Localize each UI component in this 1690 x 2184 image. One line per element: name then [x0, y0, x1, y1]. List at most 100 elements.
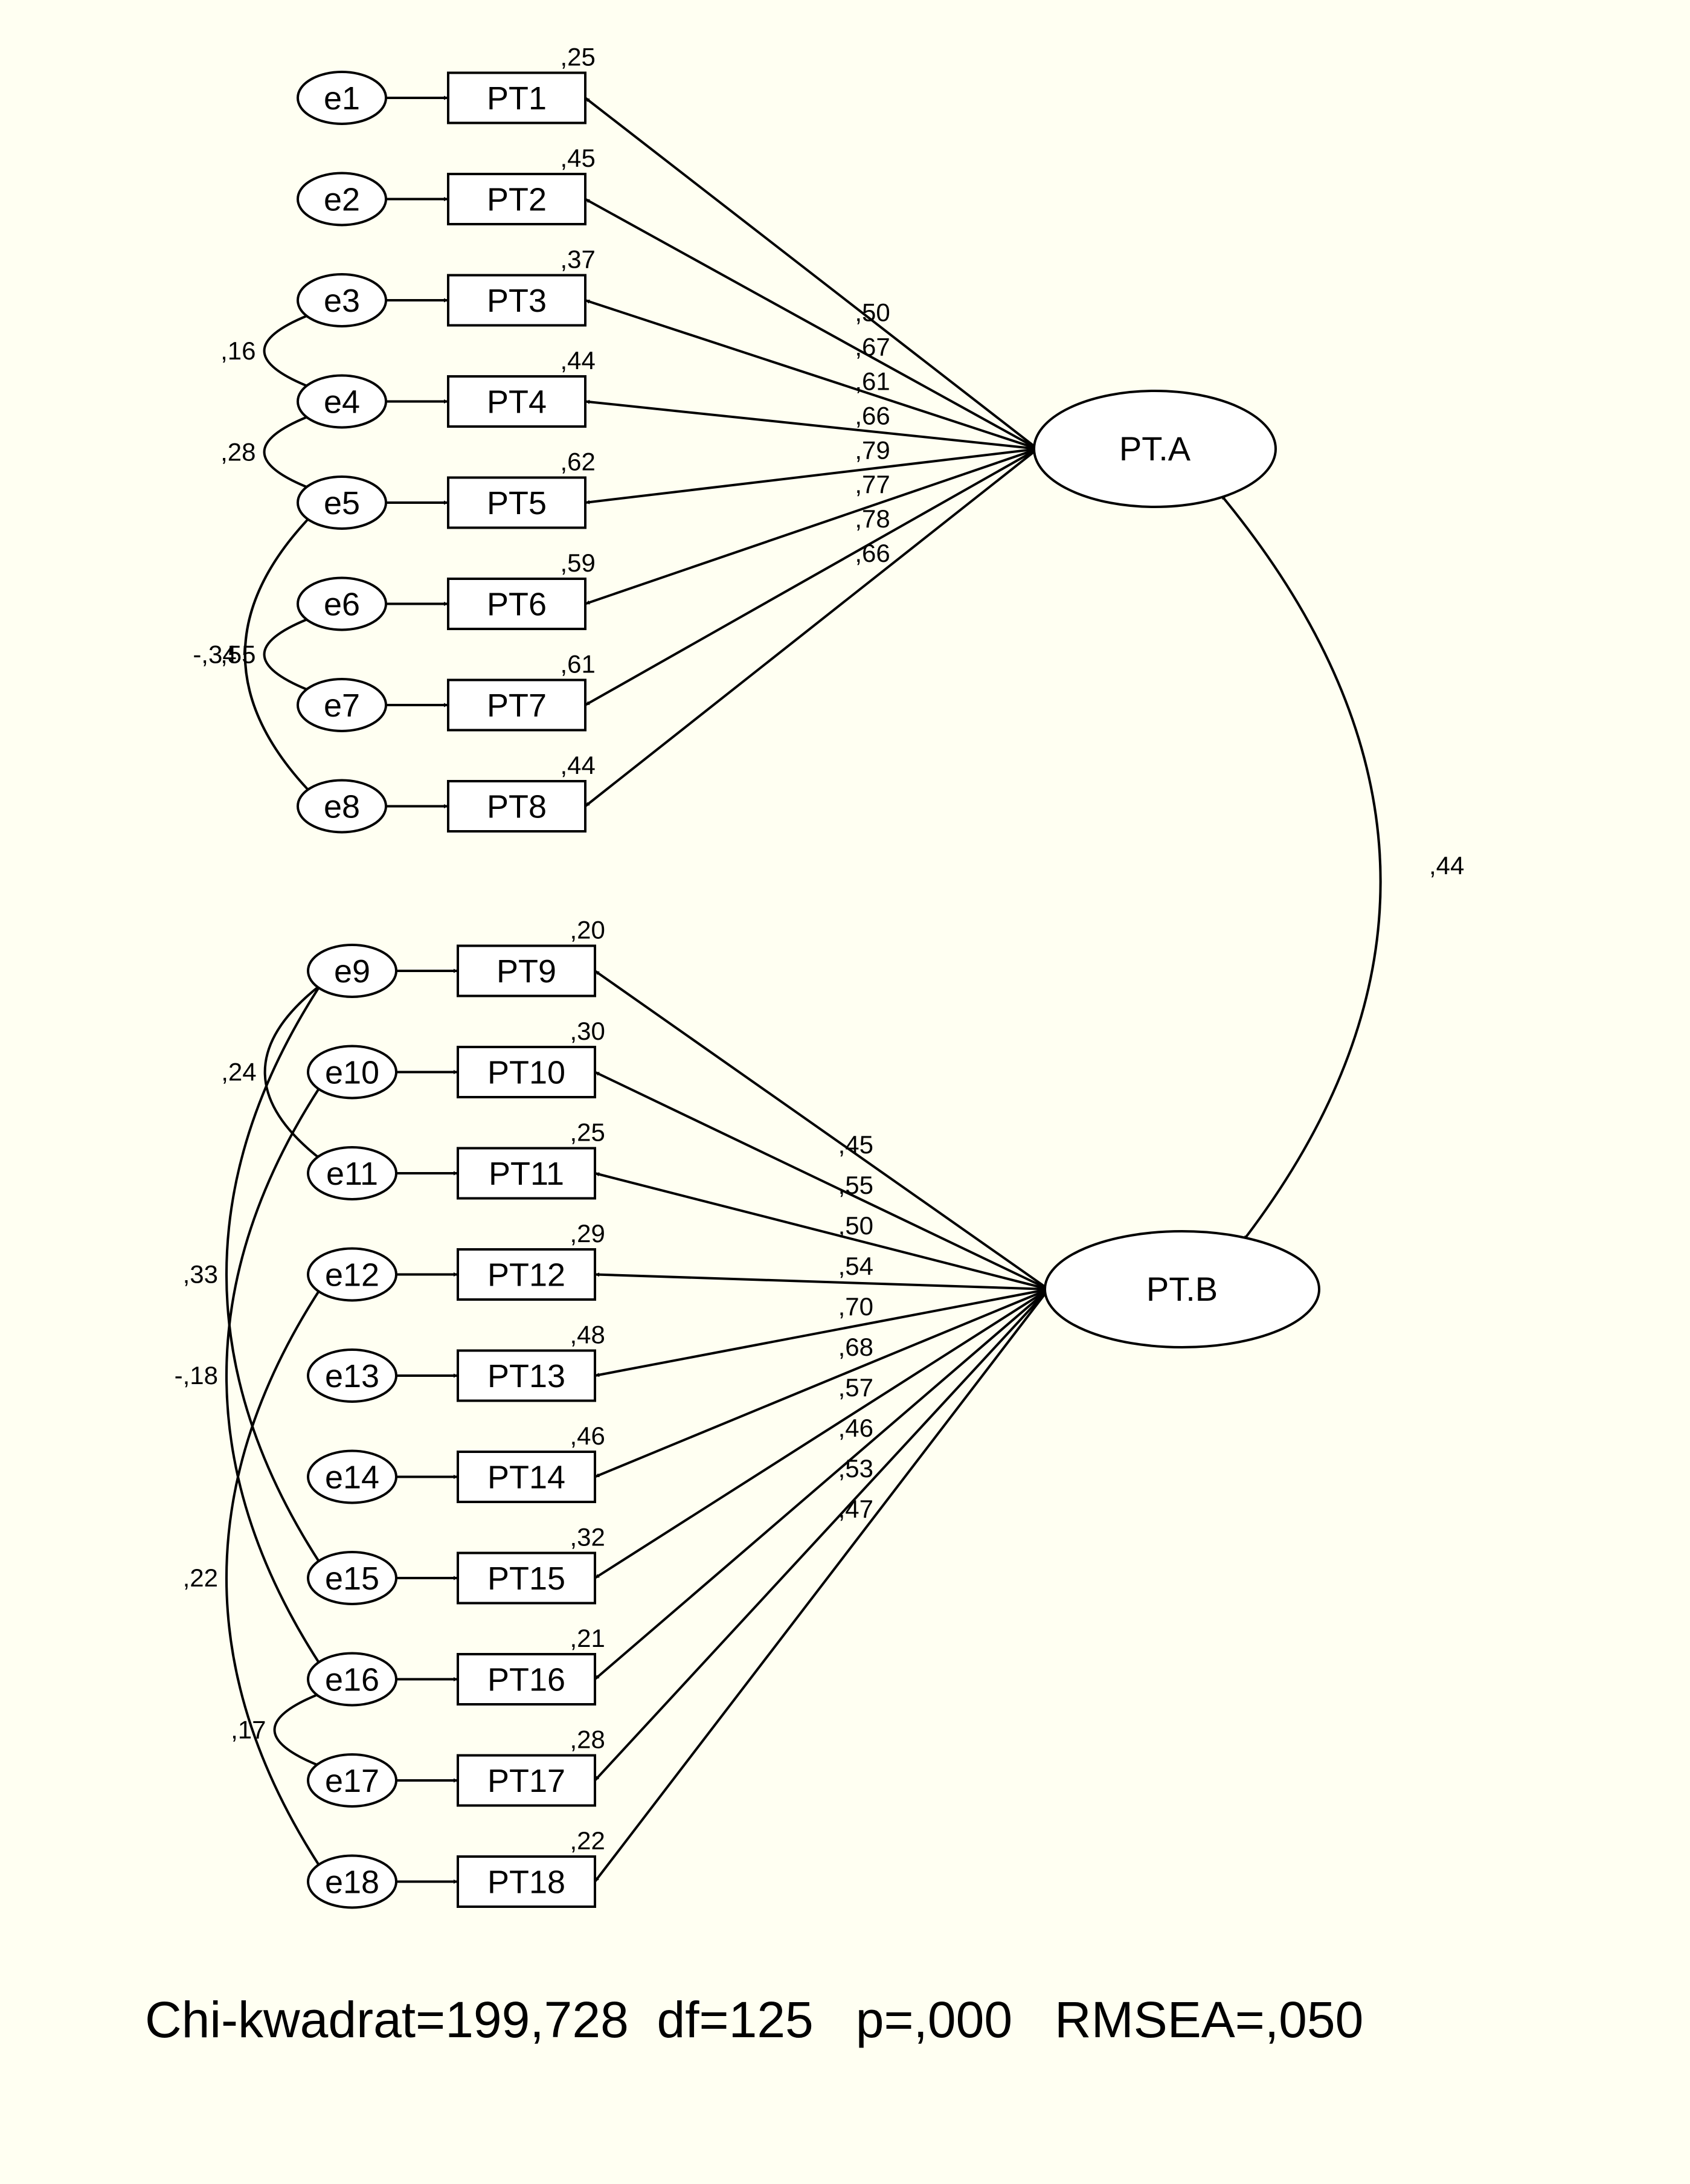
observed-item: [447, 476, 586, 529]
latent-label-b: PT.B: [1146, 1270, 1218, 1308]
loading-label: ,68: [838, 1333, 873, 1361]
item-label: PT6: [487, 587, 547, 623]
observed-item: [457, 1451, 596, 1503]
error-term: [307, 1551, 397, 1605]
error-label: e15: [325, 1561, 379, 1597]
item-label: PT4: [487, 384, 547, 420]
r-squared-label: ,37: [561, 245, 596, 274]
item-label: PT3: [487, 283, 547, 319]
error-label: e10: [325, 1055, 379, 1091]
loading-label: ,47: [838, 1495, 873, 1523]
error-term: [307, 1753, 397, 1808]
latent-label-a: PT.A: [1119, 430, 1191, 468]
r-squared-label: ,44: [561, 751, 596, 779]
error-term: [297, 475, 387, 530]
error-term: [307, 1348, 397, 1403]
loading-label: ,50: [838, 1211, 873, 1240]
item-label: PT18: [487, 1864, 565, 1901]
covariance-label: ,28: [220, 437, 255, 466]
observed-item: [457, 1147, 596, 1200]
r-squared-label: ,21: [570, 1624, 605, 1652]
observed-item: [457, 1046, 596, 1098]
observed-item: [457, 944, 596, 997]
r-squared-label: ,48: [570, 1321, 605, 1349]
loading-label: ,67: [855, 332, 890, 361]
item-label: PT10: [487, 1055, 565, 1091]
latent-correlation-arc: [1220, 494, 1382, 1241]
r-squared-label: ,25: [561, 43, 596, 71]
observed-item: [457, 1653, 596, 1706]
item-label: PT17: [487, 1763, 565, 1799]
error-label: e4: [324, 384, 360, 420]
error-term: [307, 1146, 397, 1200]
error-covariance-arc: [263, 617, 311, 692]
observed-item: [447, 375, 586, 428]
item-label: PT14: [487, 1460, 565, 1496]
error-term: [297, 172, 387, 227]
r-squared-label: ,30: [570, 1017, 605, 1045]
observed-item: [457, 1551, 596, 1605]
error-term: [297, 678, 387, 732]
covariance-label: ,24: [221, 1058, 256, 1086]
error-term: [307, 944, 397, 998]
loading-path-arrow: [594, 1272, 1049, 1290]
loading-path-arrow: [594, 1288, 1050, 1579]
error-label: e6: [324, 587, 360, 623]
error-label: e9: [334, 953, 370, 990]
fit-statistics: Chi-kwadrat=199,728 df=125 p=,000 RMSEA=…: [145, 1991, 1363, 2048]
error-label: e16: [325, 1662, 379, 1698]
loading-label: ,61: [855, 367, 890, 395]
r-squared-label: ,25: [570, 1118, 605, 1147]
item-label: PT1: [487, 80, 547, 117]
loading-label: ,78: [855, 504, 890, 533]
loading-label: ,55: [838, 1171, 873, 1199]
error-covariance-arc: [263, 414, 311, 490]
loading-label: ,79: [855, 436, 890, 464]
covariance-label: ,22: [183, 1564, 218, 1592]
loading-path-arrow: [584, 97, 1039, 450]
item-label: PT7: [487, 688, 547, 724]
item-label: PT2: [487, 182, 547, 218]
error-label: e2: [324, 182, 360, 218]
error-label: e8: [324, 789, 360, 825]
covariance-label: ,17: [231, 1715, 266, 1744]
error-covariance-arc: [243, 516, 311, 793]
observed-item: [447, 274, 586, 327]
observed-item: [457, 1754, 596, 1807]
error-term: [307, 1854, 397, 1909]
loading-label: ,54: [838, 1252, 873, 1280]
error-covariance-arc: [263, 984, 321, 1160]
covariance-label: ,16: [220, 337, 255, 365]
edges-layer: [225, 95, 1382, 1884]
r-squared-label: ,61: [561, 650, 596, 678]
error-label: e18: [325, 1864, 379, 1901]
covariance-label: ,55: [220, 640, 255, 668]
r-squared-label: ,32: [570, 1523, 605, 1551]
loading-label: ,53: [838, 1454, 873, 1483]
error-term: [307, 1449, 397, 1504]
loading-path-arrow: [585, 448, 1038, 504]
covariance-label: ,33: [183, 1260, 218, 1289]
loading-path-arrow: [594, 1288, 1050, 1883]
r-squared-label: ,20: [570, 916, 605, 944]
loading-path-arrow: [585, 448, 1038, 605]
covariance-label: -,18: [175, 1361, 218, 1390]
error-covariance-arc: [263, 313, 311, 388]
error-label: e14: [325, 1460, 379, 1496]
error-covariance-arc: [225, 1288, 322, 1868]
error-term: [297, 273, 387, 327]
error-term: [297, 779, 387, 834]
loading-path-arrow: [585, 198, 1038, 450]
loading-path-arrow: [585, 448, 1038, 706]
loading-label: ,45: [838, 1130, 873, 1159]
item-label: PT9: [496, 953, 556, 990]
item-label: PT15: [487, 1561, 565, 1597]
loading-label: ,50: [855, 298, 890, 326]
nodes-layer: [297, 71, 1320, 1909]
loading-path-arrow: [594, 1071, 1049, 1290]
latent-correlation-label: ,44: [1429, 851, 1464, 880]
latent-a: [1033, 390, 1277, 508]
